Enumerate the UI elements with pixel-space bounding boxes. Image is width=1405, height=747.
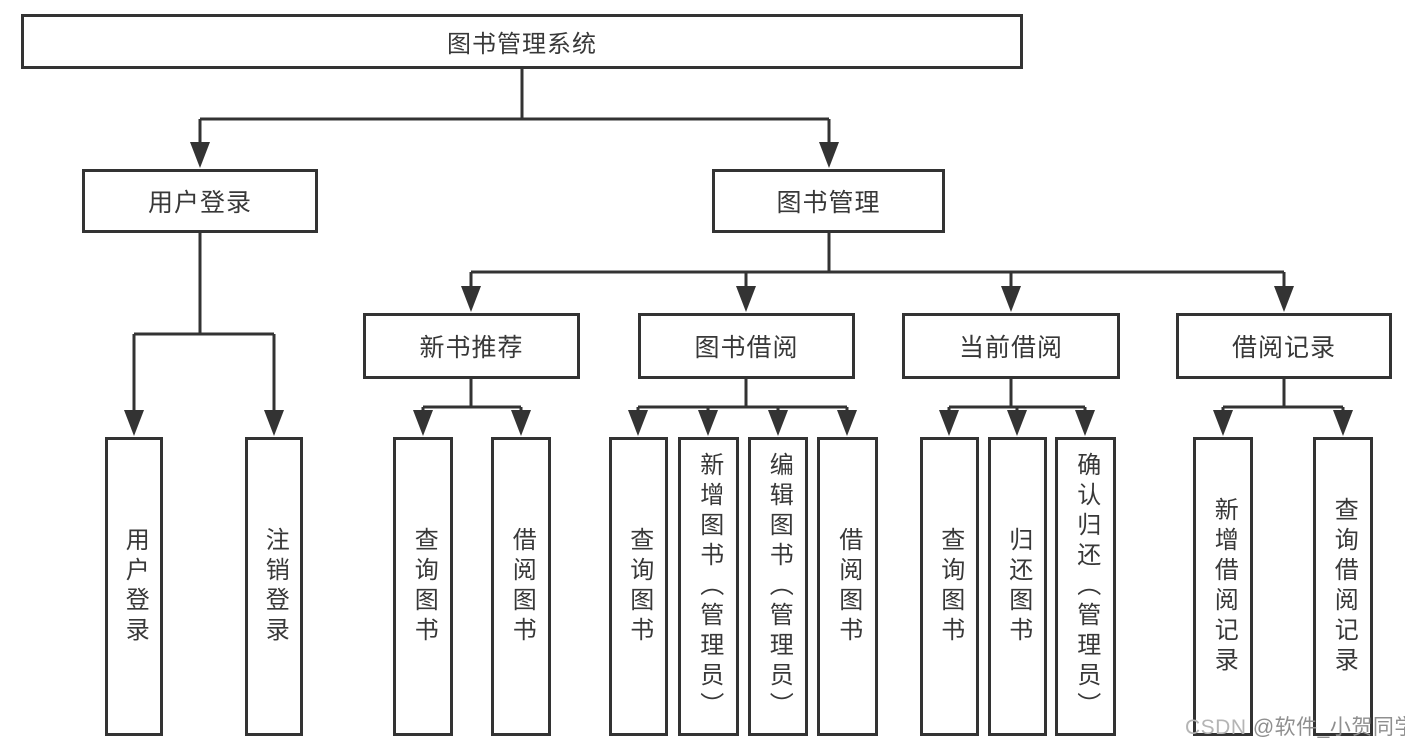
leaf-query-borrow-record: 查询借阅记录 — [1313, 437, 1373, 736]
node-current-borrowing-label: 当前借阅 — [958, 334, 1063, 362]
arrow-down-icon — [124, 410, 144, 436]
leaf-return-books-label: 归还图书 — [1004, 526, 1032, 647]
arrow-down-icon — [768, 410, 788, 436]
leaf-edit-book-admin-label: 编辑图书（管理员） — [765, 451, 793, 722]
arrow-down-icon — [736, 286, 756, 312]
arrow-down-icon — [1213, 410, 1233, 436]
arrow-down-icon — [628, 410, 648, 436]
leaf-borrow-books-recommend: 借阅图书 — [491, 437, 551, 736]
arrow-down-icon — [1007, 410, 1027, 436]
leaf-confirm-return-admin-label: 确认归还（管理员） — [1072, 451, 1100, 722]
leaf-borrow-books-recommend-label: 借阅图书 — [508, 526, 536, 647]
arrow-down-icon — [939, 410, 959, 436]
leaf-query-books-borrowing: 查询图书 — [609, 437, 668, 736]
leaf-return-books: 归还图书 — [988, 437, 1047, 736]
watermark-user: @软件_小贺同学 — [1252, 716, 1405, 739]
leaf-query-borrow-record-label: 查询借阅记录 — [1330, 496, 1358, 677]
node-book-borrowing: 图书借阅 — [638, 313, 855, 379]
leaf-confirm-return-admin: 确认归还（管理员） — [1055, 437, 1116, 736]
node-book-management-label: 图书管理 — [776, 189, 881, 217]
leaf-query-books-recommend: 查询图书 — [393, 437, 453, 736]
watermark: CSDN @软件_小贺同学 — [1185, 711, 1405, 741]
leaf-query-books-current-label: 查询图书 — [936, 526, 964, 647]
arrow-down-icon — [511, 410, 531, 436]
leaf-user-login: 用户登录 — [105, 437, 163, 736]
node-user-login-label: 用户登录 — [147, 189, 252, 217]
node-new-book-recommend-label: 新书推荐 — [419, 334, 524, 362]
leaf-borrow-books-borrowing-label: 借阅图书 — [834, 526, 862, 647]
arrow-down-icon — [461, 286, 481, 312]
node-user-login: 用户登录 — [82, 169, 318, 233]
node-borrowing-records: 借阅记录 — [1176, 313, 1392, 379]
arrow-down-icon — [698, 410, 718, 436]
node-book-management: 图书管理 — [712, 169, 945, 233]
arrow-down-icon — [190, 142, 210, 168]
arrow-down-icon — [264, 410, 284, 436]
leaf-edit-book-admin: 编辑图书（管理员） — [748, 437, 808, 736]
arrow-down-icon — [1075, 410, 1095, 436]
arrowheads — [124, 142, 1353, 436]
leaf-add-borrow-record: 新增借阅记录 — [1193, 437, 1253, 736]
leaf-add-book-admin: 新增图书（管理员） — [678, 437, 739, 736]
leaf-query-books-current: 查询图书 — [920, 437, 979, 736]
arrow-down-icon — [819, 142, 839, 168]
leaf-add-book-admin-label: 新增图书（管理员） — [695, 451, 723, 722]
node-book-management-system-label: 图书管理系统 — [447, 31, 597, 58]
leaf-logout: 注销登录 — [245, 437, 303, 736]
node-current-borrowing: 当前借阅 — [902, 313, 1120, 379]
node-book-borrowing-label: 图书借阅 — [694, 334, 799, 362]
leaf-borrow-books-borrowing: 借阅图书 — [817, 437, 878, 736]
leaf-user-login-label: 用户登录 — [121, 526, 149, 647]
arrow-down-icon — [1333, 410, 1353, 436]
arrow-down-icon — [1274, 286, 1294, 312]
arrow-down-icon — [1001, 286, 1021, 312]
arrow-down-icon — [413, 410, 433, 436]
leaf-add-borrow-record-label: 新增借阅记录 — [1210, 496, 1238, 677]
leaf-query-books-recommend-label: 查询图书 — [410, 526, 438, 647]
node-book-management-system: 图书管理系统 — [21, 14, 1023, 69]
node-borrowing-records-label: 借阅记录 — [1231, 334, 1336, 362]
leaf-query-books-borrowing-label: 查询图书 — [625, 526, 653, 647]
arrow-down-icon — [837, 410, 857, 436]
leaf-logout-label: 注销登录 — [261, 526, 289, 647]
node-new-book-recommend: 新书推荐 — [363, 313, 580, 379]
watermark-prefix: CSDN — [1185, 716, 1253, 739]
